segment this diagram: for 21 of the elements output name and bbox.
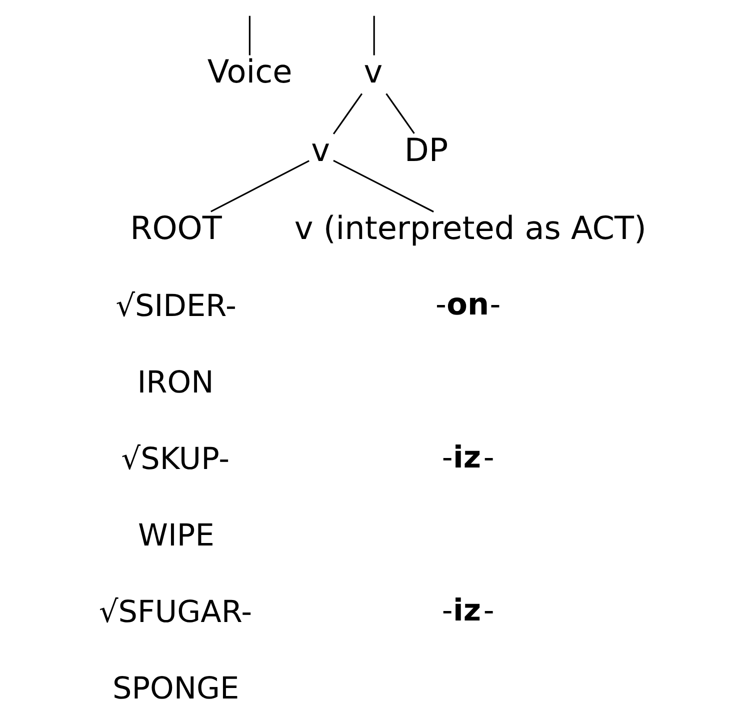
label: √SFUGAR- <box>98 595 252 630</box>
label: WIPE <box>138 518 214 554</box>
node-text: v (interpreted as ACT) <box>294 208 646 247</box>
label: SPONGE <box>112 672 239 707</box>
connector <box>372 16 374 56</box>
connector <box>332 93 362 134</box>
connector <box>332 160 434 212</box>
label: √SKUP- <box>120 442 230 477</box>
label: -on- <box>434 287 500 322</box>
node-text: DP <box>404 130 448 169</box>
connector <box>210 160 309 212</box>
label: -iz- <box>441 593 494 628</box>
connector <box>385 93 414 134</box>
node-text: v <box>310 130 330 169</box>
node-text: v <box>363 52 382 91</box>
label: IRON <box>136 365 214 400</box>
node-text: ROOT <box>130 208 222 247</box>
label: -iz- <box>441 440 494 476</box>
connector <box>248 16 250 56</box>
label: √SIDER- <box>115 288 236 324</box>
node-text: Voice <box>206 52 292 91</box>
